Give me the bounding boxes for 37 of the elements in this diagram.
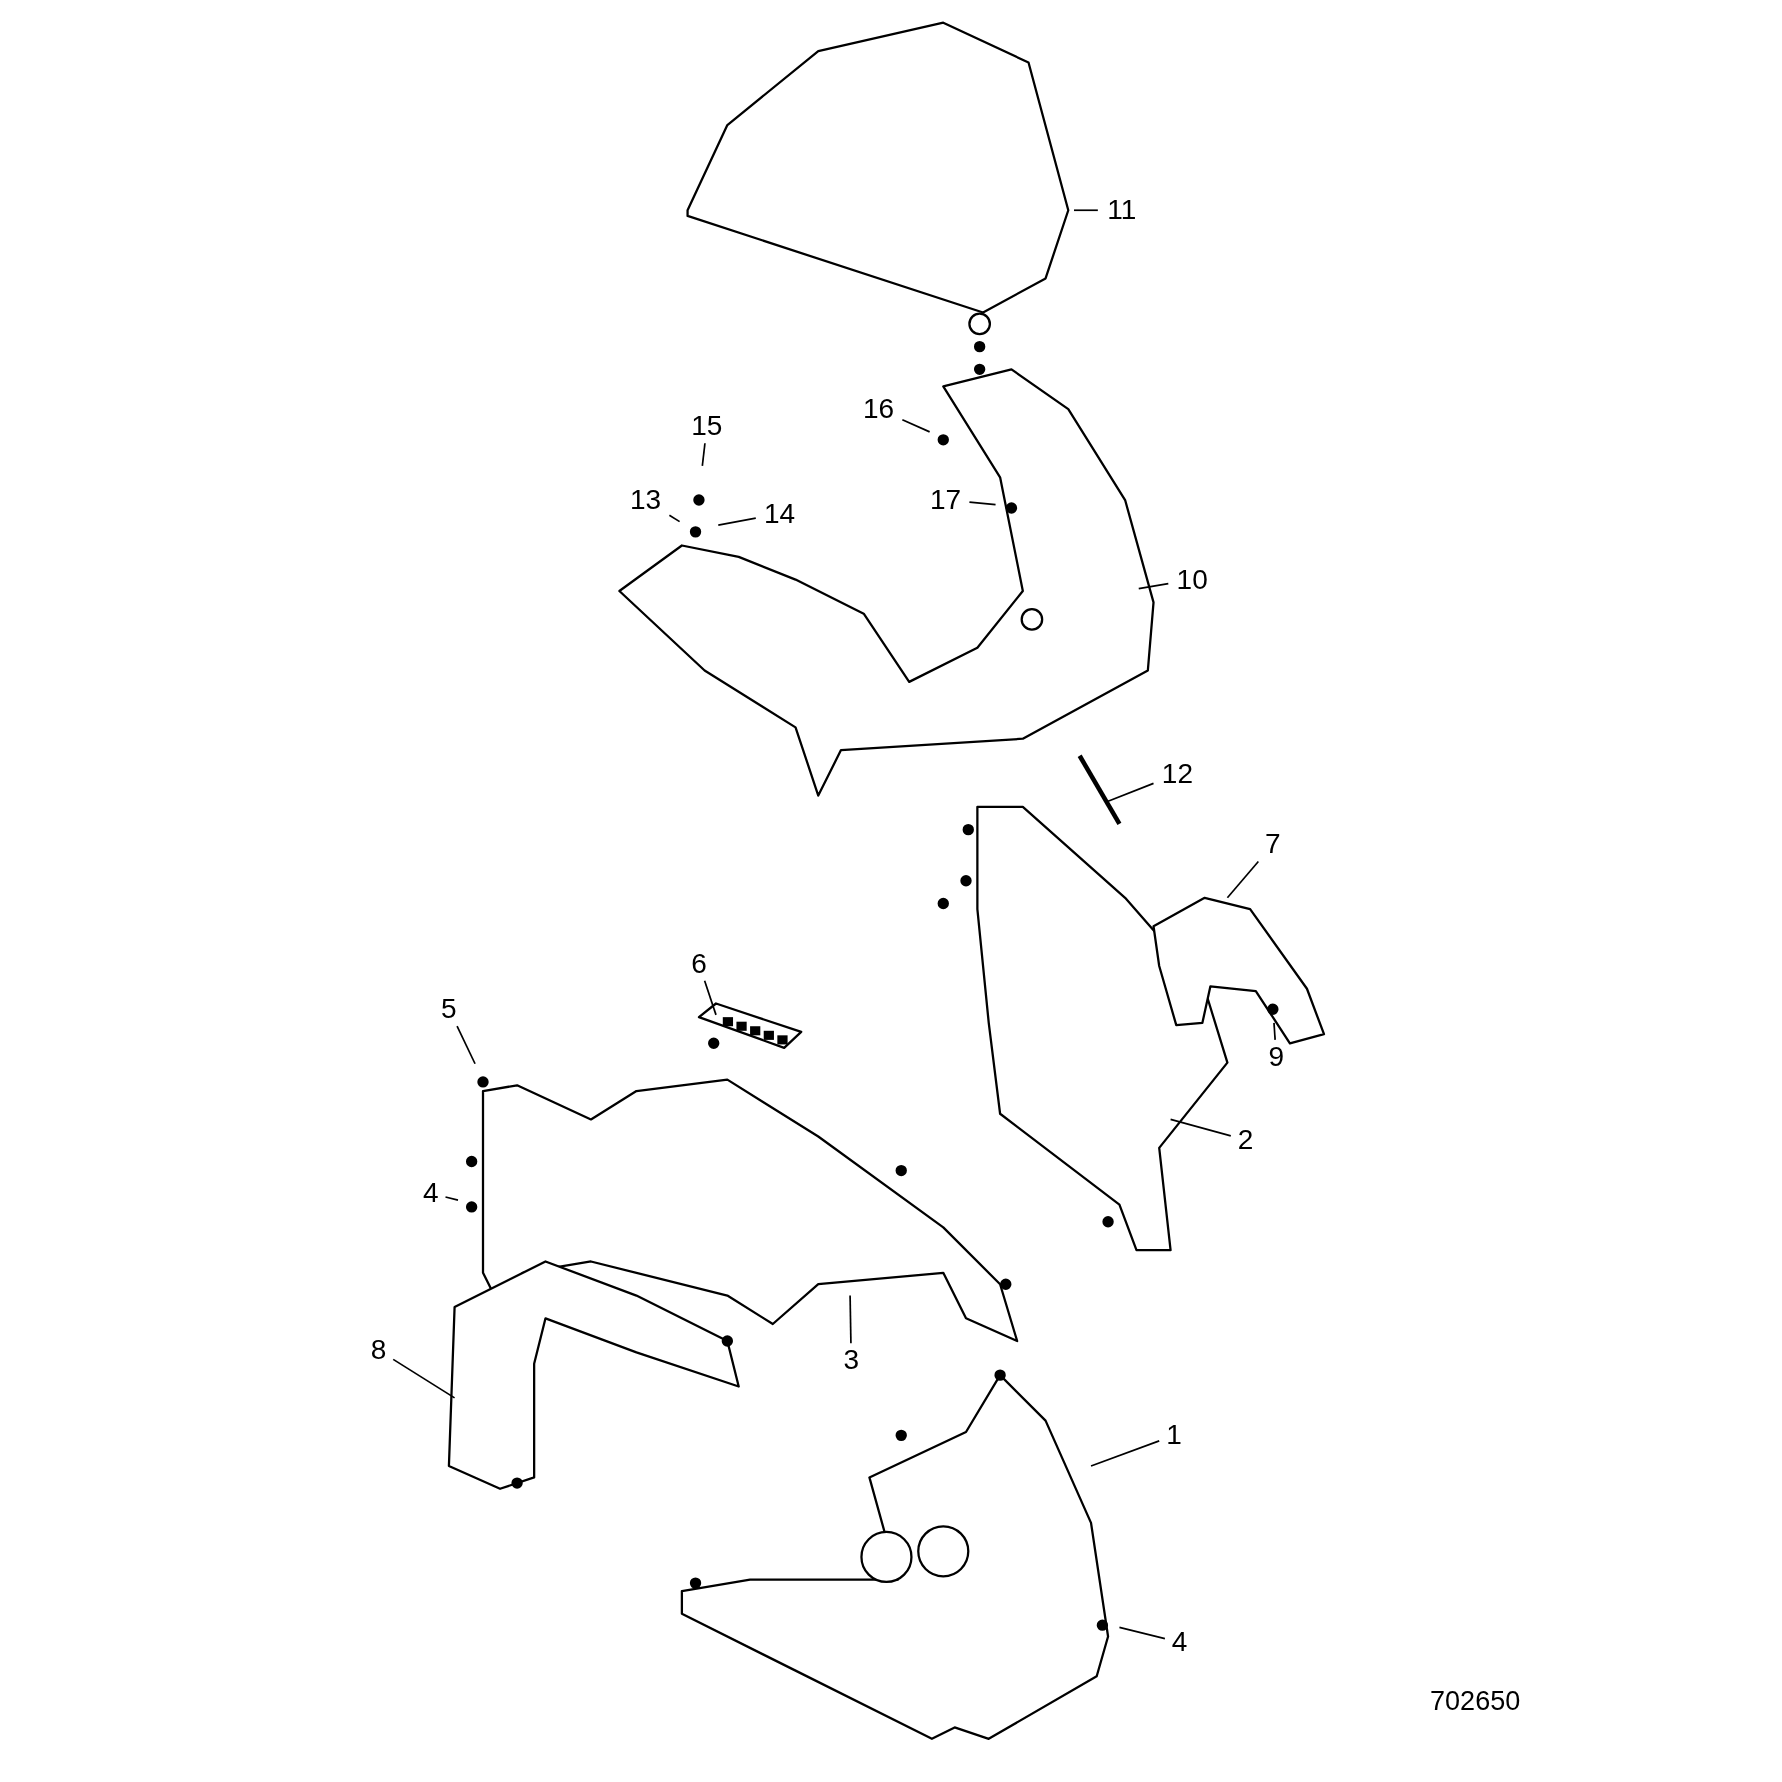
leader-line (703, 979, 717, 1016)
callout-number: 4 (1171, 1626, 1188, 1658)
callout-number: 17 (929, 484, 962, 516)
callout-number: 10 (1176, 564, 1208, 595)
callout-number: 7 (1265, 829, 1281, 860)
leader-line (849, 1294, 852, 1345)
leader-line (392, 1358, 456, 1399)
leader-line (901, 418, 931, 433)
leader-line (968, 501, 997, 506)
callout-number: 6 (691, 948, 707, 980)
callout-number: 11 (1107, 194, 1137, 226)
callout-number: 8 (370, 1334, 387, 1366)
callout-number: 4 (422, 1177, 439, 1209)
leader-line (1090, 1440, 1161, 1467)
callout-number: 13 (629, 484, 662, 516)
leader-line (1107, 782, 1155, 803)
leader-line (717, 517, 757, 526)
leader-line (701, 442, 706, 467)
callout-number: 16 (862, 393, 895, 425)
callout-number: 3 (843, 1344, 859, 1376)
leader-line (1137, 582, 1170, 590)
callout-number: 9 (1268, 1041, 1285, 1073)
callout-number: 1 (1166, 1419, 1182, 1451)
drawing-number: 702650 (1430, 1687, 1521, 1718)
callout-number: 14 (764, 498, 796, 530)
callout-number: 2 (1237, 1124, 1254, 1156)
callout-number: 12 (1161, 758, 1193, 790)
leader-line (1169, 1118, 1232, 1137)
leader-line (1273, 1022, 1276, 1041)
leader-line (1073, 209, 1099, 212)
leader-line (456, 1025, 476, 1065)
leader-line (1226, 860, 1260, 899)
leader-line (668, 514, 681, 523)
callout-number: 15 (691, 410, 723, 442)
callout-number: 5 (441, 993, 457, 1025)
leader-line (444, 1196, 459, 1201)
leader-line (1118, 1626, 1166, 1640)
